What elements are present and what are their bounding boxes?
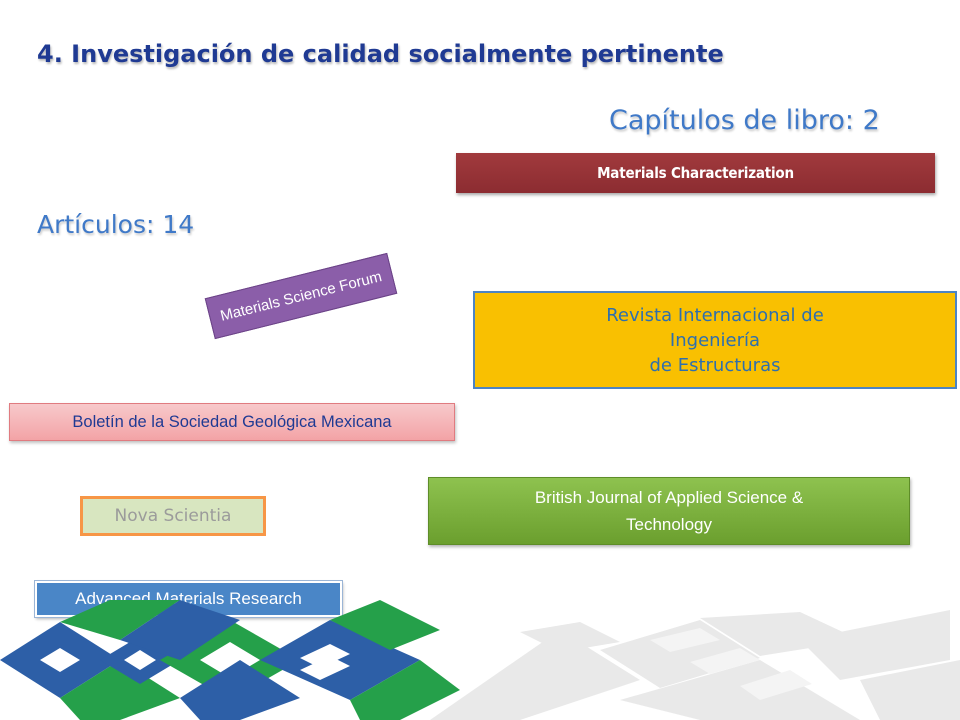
journal-revista-ingenieria-estructuras: Revista Internacional de Ingeniería de E…: [473, 291, 957, 389]
chapters-heading: Capítulos de libro: 2: [609, 105, 880, 136]
british-line-2: Technology: [625, 515, 712, 534]
articles-heading: Artículos: 14: [37, 210, 195, 239]
revista-line-1: Revista Internacional de: [606, 304, 824, 326]
journal-materials-science-forum: Materials Science Forum: [204, 252, 398, 340]
slide-title: 4. Investigación de calidad socialmente …: [37, 40, 724, 68]
institution-logo-pattern-icon: [0, 600, 960, 720]
journal-british-applied-science: British Journal of Applied Science & Tec…: [428, 477, 910, 545]
journal-boletin-sociedad-geologica: Boletín de la Sociedad Geológica Mexican…: [9, 403, 455, 441]
revista-line-2: Ingeniería: [669, 329, 761, 351]
british-line-1: British Journal of Applied Science &: [534, 488, 804, 507]
chapter-materials-characterization: Materials Characterization: [456, 153, 935, 193]
journal-nova-scientia: Nova Scientia: [80, 496, 266, 536]
revista-line-3: de Estructuras: [649, 354, 781, 376]
